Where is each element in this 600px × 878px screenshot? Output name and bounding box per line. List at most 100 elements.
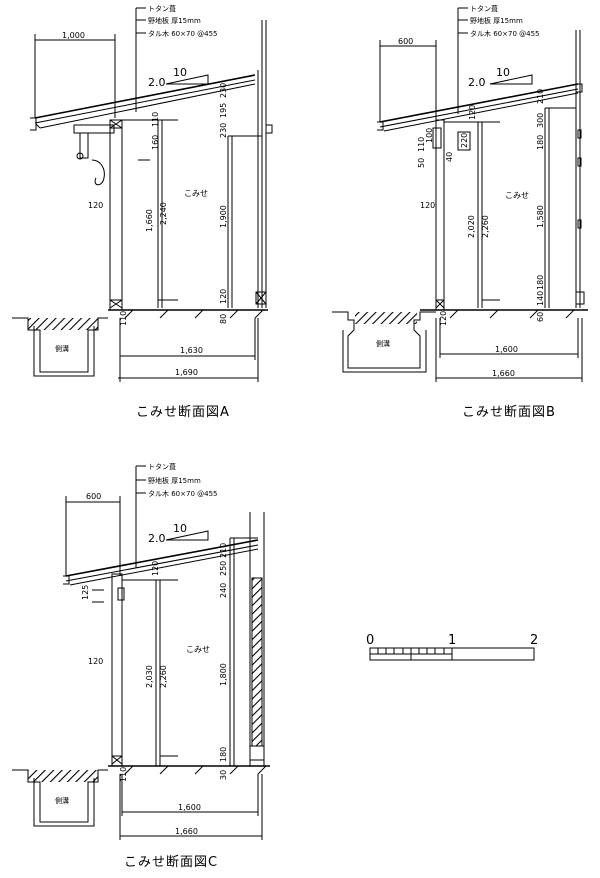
section-c-wall-dim-3: 240 <box>219 583 228 598</box>
section-a-note-leader <box>135 7 146 112</box>
scale-tick-1: 1 <box>448 633 456 648</box>
section-c-note-3: タル木 60×70 @455 <box>148 489 218 498</box>
section-b-post <box>432 119 445 311</box>
section-c-ditch-label: 側溝 <box>55 796 69 805</box>
section-b <box>332 7 588 382</box>
section-c-opening-dim-1: 2,030 <box>145 665 154 688</box>
section-c-eave-dim <box>65 496 121 576</box>
section-a-opening <box>118 119 178 308</box>
section-a-ditch <box>12 317 108 377</box>
section-c-note-2: 野地板 厚15mm <box>148 476 201 485</box>
section-b-floor-dim-1: 120 <box>439 311 448 326</box>
section-b-note-3: タル木 60×70 @455 <box>470 29 540 38</box>
section-b-note-2: 野地板 厚15mm <box>470 16 523 25</box>
section-a-wall-dim-4: 1,900 <box>219 205 228 228</box>
section-a-opening-dim-2: 2,240 <box>159 202 168 225</box>
section-b-post-dim-3: 50 <box>417 158 426 168</box>
section-c-floor-dim-2: 30 <box>219 770 228 780</box>
section-a-post <box>73 119 123 311</box>
section-a-caption: こみせ断面図A <box>136 405 230 420</box>
section-a-wall-dim-2: 195 <box>219 103 228 118</box>
section-a-roof <box>30 74 256 131</box>
section-c-post-dim-1: 125 <box>81 585 90 600</box>
section-c-opening <box>122 579 178 766</box>
section-c-room: こみせ <box>186 645 210 654</box>
section-c-bottom-dims <box>119 774 263 840</box>
section-a-slope-mark <box>165 74 209 85</box>
section-b-bottom-dims <box>435 318 583 382</box>
section-a-note-3: タル木 60×70 @455 <box>148 29 218 38</box>
section-c-wall-dim-2: 250 <box>219 561 228 576</box>
section-b-room: こみせ <box>505 191 529 200</box>
section-c-slope-rise: 2.0 <box>148 532 166 545</box>
section-a-wall-dim-1: 230 <box>219 83 228 98</box>
section-b-opening-dim-2: 2,260 <box>481 215 490 238</box>
section-b-inner-width: 1,600 <box>495 345 518 354</box>
section-c-note-1: トタン葺 <box>148 462 176 471</box>
section-b-note-leader <box>457 7 468 114</box>
section-b-ditch-label: 側溝 <box>376 339 390 348</box>
section-a-room: こみせ <box>184 189 208 198</box>
section-b-floor-dim-2: 60 <box>536 312 545 322</box>
section-b-post-dim-1: 100 <box>425 128 434 143</box>
section-c-note-leader <box>135 465 146 568</box>
section-c-wall-dim-4: 1,800 <box>219 663 228 686</box>
section-c-floor-dim-1: 110 <box>119 767 128 782</box>
section-b-wall-dim-3: 180 <box>536 135 545 150</box>
scale-tick-2: 2 <box>530 633 538 648</box>
section-b-post-dim-4: 120 <box>420 201 435 210</box>
section-c <box>12 465 270 840</box>
section-b-caption: こみせ断面図B <box>462 405 556 420</box>
section-b-wall-dim-2: 300 <box>536 113 545 128</box>
section-c-inner-width: 1,600 <box>178 803 201 812</box>
section-c-wall-dim-5: 180 <box>219 747 228 762</box>
section-b-wall-dim-1: 210 <box>536 89 545 104</box>
section-b-slope-run: 10 <box>496 66 510 79</box>
section-c-post <box>92 573 125 767</box>
section-b-post-dim-7: 220 <box>460 133 469 148</box>
section-a-floor-dim-2: 80 <box>219 314 228 324</box>
section-b-opening <box>444 121 500 308</box>
section-b-ditch <box>332 311 436 373</box>
section-b-wall-dim-6: 180 <box>536 275 545 290</box>
section-b-note-1: トタン葺 <box>470 4 498 13</box>
section-a-note-2: 野地板 厚15mm <box>148 16 201 25</box>
section-a-eave-dim <box>34 34 116 118</box>
section-b-post-dim-5: 120 <box>468 105 477 120</box>
section-c-ditch <box>12 769 108 827</box>
section-b-wall <box>544 30 585 308</box>
section-b-eave-width: 600 <box>398 37 413 46</box>
scale-tick-0: 0 <box>366 633 374 648</box>
section-a-slope-run: 10 <box>173 66 187 79</box>
section-b-outer-width: 1,660 <box>492 369 515 378</box>
section-b-opening-dim-1: 2,020 <box>467 215 476 238</box>
section-c-slope-mark <box>165 530 209 541</box>
section-b-wall-dim-5: 140 <box>536 291 545 306</box>
section-a-post-dim-2: 160 <box>151 135 160 150</box>
section-c-wall <box>229 512 265 766</box>
section-b-floor <box>420 309 588 319</box>
section-a-floor-dim-1: 110 <box>119 311 128 326</box>
section-a-wall-dim-5: 120 <box>219 289 228 304</box>
section-c-caption: こみせ断面図C <box>124 855 218 870</box>
section-a-note-1: トタン葺 <box>148 4 176 13</box>
scale-bar <box>369 647 535 661</box>
section-b-post-dim-6: 40 <box>445 152 454 162</box>
section-a-bottom-dims <box>118 318 259 382</box>
section-b-slope-rise: 2.0 <box>468 76 486 89</box>
section-a-opening-dim-1: 1,660 <box>145 209 154 232</box>
section-b-post-dim-2: 110 <box>417 137 426 152</box>
section-b-roof <box>377 83 579 132</box>
section-a-slope-rise: 2.0 <box>148 76 166 89</box>
section-a-outer-width: 1,690 <box>175 368 198 377</box>
section-c-opening-dim-2: 2,260 <box>159 665 168 688</box>
section-b-eave-dim <box>379 40 437 122</box>
section-c-roof <box>63 539 259 586</box>
section-a-eave-width: 1,000 <box>62 31 85 40</box>
section-a-floor <box>108 309 268 319</box>
section-a-inner-width: 1,630 <box>180 346 203 355</box>
section-c-post-dim-3: 120 <box>151 561 160 576</box>
section-b-slope-mark <box>489 74 533 85</box>
section-a-ditch-label: 側溝 <box>55 344 69 353</box>
